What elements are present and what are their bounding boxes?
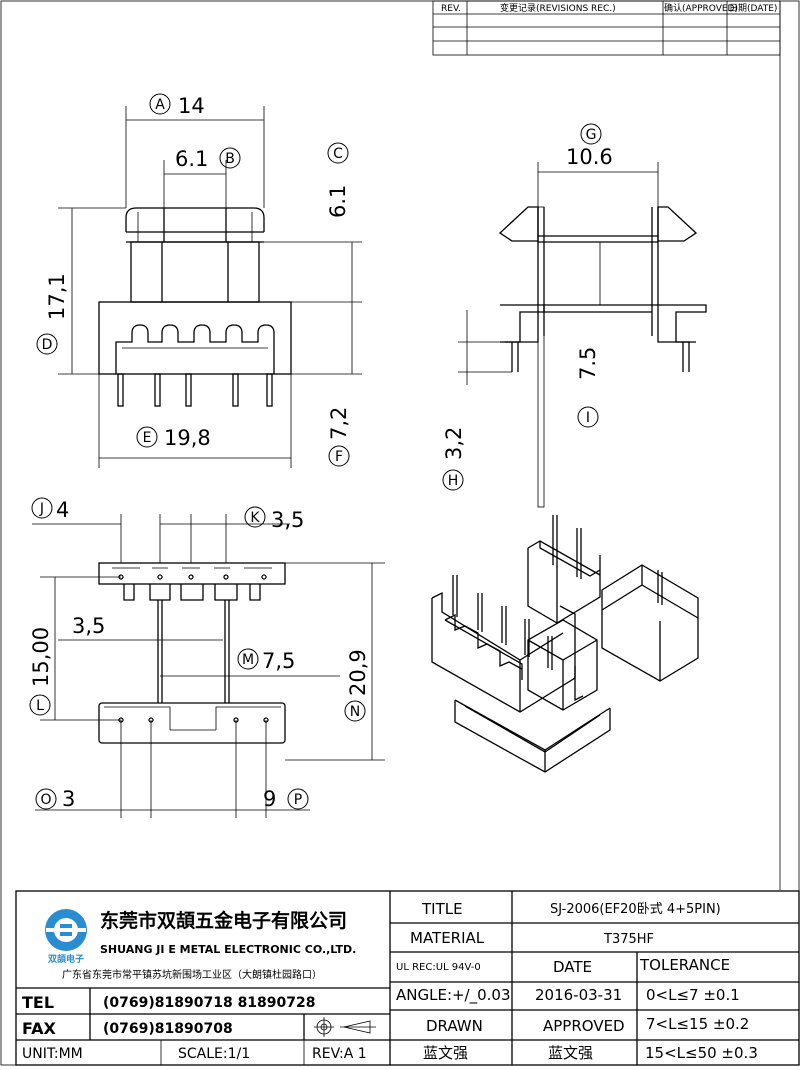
- company-name-en: SHUANG JI E METAL ELECTRONIC CO.,LTD.: [100, 943, 356, 956]
- tel-value: (0769)81890718 81890728: [103, 995, 316, 1011]
- dim-i-value: 7.5: [576, 347, 600, 380]
- bottom-view-dimensions: J 4 K 3,5 3,5 M 7,5 15,00 L 20,9 N: [29, 497, 385, 818]
- dim-g-letter: G: [586, 127, 597, 143]
- tolerance-2: 7<L≤15 ±0.2: [646, 1015, 749, 1033]
- dim-b-value: 6.1: [175, 147, 208, 171]
- dim-d-letter: D: [42, 337, 53, 353]
- dim-k-letter: K: [250, 510, 260, 526]
- fax-value: (0769)81890708: [103, 1021, 233, 1037]
- tolerance-label: TOLERANCE: [639, 956, 730, 974]
- dim-l-letter: L: [36, 698, 44, 714]
- dim-f-letter: F: [335, 449, 343, 465]
- dim-c-value: 6.1: [326, 185, 350, 218]
- dim-lead-pitch-value: 3,5: [72, 614, 105, 638]
- title-value: SJ-2006(EF20卧式 4+5PIN): [550, 902, 721, 917]
- dim-j-value: 4: [56, 498, 69, 522]
- dim-d-value: 17,1: [45, 273, 69, 320]
- scale-label: SCALE:1/1: [178, 1046, 250, 1062]
- material-label: MATERIAL: [410, 929, 485, 947]
- rev-header: REV.: [441, 4, 461, 14]
- dim-a-value: 14: [178, 94, 205, 118]
- dim-i-letter: I: [586, 410, 590, 426]
- front-view-dimensions: A 14 6.1 B C 6.1 17,1 D E 19,8 7,2 F: [36, 93, 362, 468]
- dim-p-value: 9: [263, 787, 276, 811]
- rev-label: REV:A 1: [312, 1046, 367, 1062]
- dim-c-letter: C: [333, 146, 343, 162]
- bottom-view: [98, 562, 286, 744]
- tel-label: TEL: [22, 993, 54, 1012]
- drawn-by: 蓝文强: [423, 1044, 468, 1062]
- angle-tolerance: ANGLE:+/_0.03: [396, 986, 511, 1005]
- dim-p-letter: P: [294, 792, 302, 808]
- dim-k-value: 3,5: [271, 508, 304, 532]
- revision-table: REV. 变更记录(REVISIONS REC.) 确认(APPROVED) 日…: [432, 0, 781, 56]
- material-value: T375HF: [603, 932, 654, 947]
- dim-h-value: 3,2: [442, 427, 466, 460]
- isometric-view: [431, 515, 699, 773]
- dim-e-letter: E: [143, 430, 152, 446]
- approved-label: APPROVED: [543, 1017, 625, 1035]
- dim-j-letter: J: [39, 501, 44, 517]
- fax-label: FAX: [22, 1019, 56, 1038]
- tolerance-1: 0<L≤7 ±0.1: [646, 986, 740, 1004]
- dim-m-letter: M: [242, 652, 254, 668]
- revisions-header: 变更记录(REVISIONS REC.): [500, 2, 616, 14]
- dim-n-letter: N: [350, 704, 360, 720]
- dim-b-letter: B: [225, 151, 235, 167]
- dim-l-value: 15,00: [29, 627, 53, 687]
- dim-h-letter: H: [448, 473, 459, 489]
- approved-by: 蓝文强: [548, 1044, 593, 1062]
- dim-e-value: 19,8: [164, 426, 211, 450]
- approved-header: 确认(APPROVED): [664, 2, 738, 14]
- dim-a-letter: A: [155, 97, 165, 113]
- company-logo: 双頡电子: [45, 909, 87, 965]
- dim-o-letter: O: [40, 792, 51, 808]
- title-label: TITLE: [421, 900, 463, 918]
- date-header: 日期(DATE): [729, 3, 777, 14]
- logo-text: 双頡电子: [48, 953, 84, 965]
- dim-f-value: 7,2: [327, 407, 351, 440]
- company-name-cn: 东莞市双頡五金电子有限公司: [100, 909, 347, 932]
- ul-rec: UL REC:UL 94V-0: [396, 962, 481, 973]
- date-label: DATE: [553, 958, 592, 976]
- title-block: 双頡电子 东莞市双頡五金电子有限公司 SHUANG JI E METAL ELE…: [15, 890, 800, 1066]
- dim-m-value: 7,5: [262, 649, 295, 673]
- side-view: [498, 206, 707, 508]
- projection-symbol: [314, 1017, 376, 1037]
- side-view-dimensions: G 10.6 7.5 I 3,2 H: [442, 123, 659, 491]
- dim-o-value: 3: [62, 787, 75, 811]
- front-view: [98, 207, 292, 407]
- dim-n-value: 20,9: [346, 649, 370, 696]
- drawn-label: DRAWN: [426, 1017, 483, 1035]
- tolerance-3: 15<L≤50 ±0.3: [645, 1044, 758, 1062]
- unit-label: UNIT:MM: [22, 1046, 83, 1062]
- company-address: 广东省东莞市常平镇苏坑新围场工业区（大朗镇杜园路口）: [62, 968, 322, 981]
- date-value: 2016-03-31: [535, 986, 622, 1004]
- dim-g-value: 10.6: [566, 145, 613, 169]
